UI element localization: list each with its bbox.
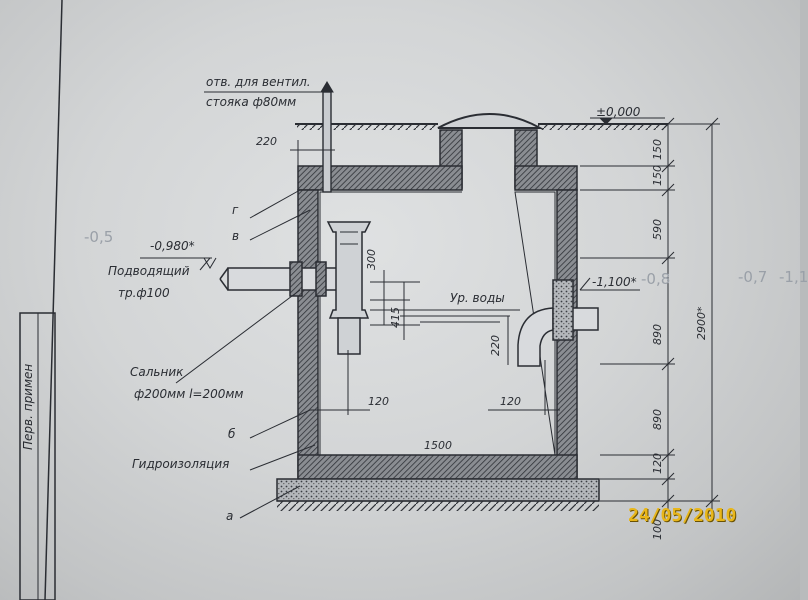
dim-120-left: 120 (368, 395, 389, 408)
dim-v-2900: 2900* (695, 306, 708, 341)
inlet-pipe (219, 261, 339, 297)
water-level-line (370, 309, 520, 323)
dim-v-150a: 150 (651, 139, 664, 160)
bottom-slab (297, 454, 578, 480)
dim-v-890a: 890 (651, 324, 664, 345)
vent-label-line1: отв. для вентил. (206, 75, 311, 89)
ground-level-label: ±0,000 (596, 105, 641, 119)
marker-v: в (232, 229, 240, 243)
inlet-pipe-label-line2: тр.ф100 (118, 286, 170, 300)
pencil-note-4: -1,1 (779, 268, 808, 286)
inlet-level-label: -0,980* (150, 239, 195, 253)
dim-415: 415 (389, 307, 402, 328)
gland-label-line2: ф200мм l=200мм (134, 387, 244, 401)
wall-left (297, 189, 319, 479)
dim-v-890b: 890 (651, 409, 664, 430)
dim-v-590: 590 (651, 219, 664, 240)
dim-120-right: 120 (500, 395, 521, 408)
outlet-pipe (517, 279, 599, 367)
pencil-note-2: -0,8 (641, 270, 671, 288)
marker-a: а (226, 509, 234, 523)
outlet-level-label: -1,100* (592, 275, 637, 289)
marker-g: г (232, 203, 239, 217)
manhole-lid (437, 113, 544, 129)
vent-label-line2: стояка ф80мм (206, 95, 297, 109)
title-block-label: Перв. примен (21, 363, 35, 450)
roof-slab-right (514, 165, 578, 191)
dim-220-mid: 220 (489, 335, 502, 356)
gland-label-line1: Сальник (130, 365, 184, 379)
date-stamp: 24/05/2010 (628, 505, 737, 526)
inlet-pipe-label-line1: Подводящий (108, 264, 190, 278)
tee-fitting (326, 221, 372, 355)
dim-v-150b: 150 (651, 165, 664, 186)
foundation-pad (276, 478, 600, 502)
water-level-label: Ур. воды (450, 291, 505, 305)
pencil-note-3: -0,7 (738, 268, 768, 286)
marker-b: б (228, 427, 236, 441)
title-block (19, 0, 63, 600)
dimension-lines (140, 91, 720, 519)
vent-pipe (320, 81, 334, 193)
dim-v-120: 120 (651, 453, 664, 474)
dim-1500: 1500 (424, 439, 452, 452)
dim-220-top: 220 (256, 135, 277, 148)
dim-300: 300 (365, 249, 378, 270)
pencil-note-1: -0,5 (84, 228, 114, 246)
waterproofing-label: Гидроизоляция (132, 457, 230, 471)
